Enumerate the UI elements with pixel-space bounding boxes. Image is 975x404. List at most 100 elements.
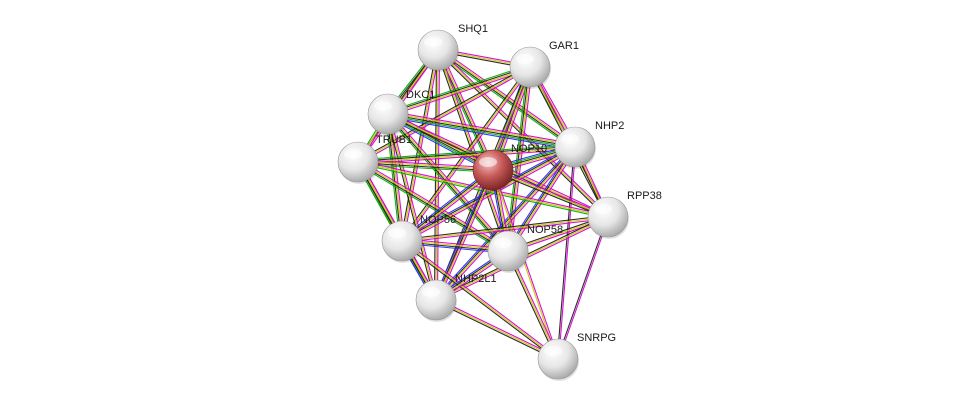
edge-evidence-line	[556, 146, 575, 359]
node-sphere	[337, 141, 379, 183]
node-sphere	[367, 93, 409, 135]
edge-evidence-line	[358, 159, 494, 169]
edge-evidence-line	[509, 147, 578, 253]
node-highlight	[494, 238, 512, 248]
edge-evidence-line	[357, 144, 575, 161]
edge-evidence-line	[402, 50, 441, 242]
edge-DKC1-NHP2L1[interactable]	[386, 113, 438, 301]
edge-evidence-line	[438, 49, 495, 170]
edge-evidence-line	[400, 241, 558, 361]
node-label-shq1: SHQ1	[458, 23, 488, 35]
node-sphere	[417, 29, 459, 71]
edge-evidence-line	[558, 217, 610, 360]
node-sphere	[537, 338, 579, 380]
edge-evidence-line	[437, 148, 578, 302]
edge-GAR1-DKC1[interactable]	[387, 64, 531, 117]
node-highlight	[561, 134, 579, 144]
edge-evidence-line	[437, 49, 509, 252]
node-nhp2l1[interactable]	[415, 279, 457, 322]
edge-NOP10-RPP38[interactable]	[492, 168, 609, 219]
edge-evidence-line	[433, 49, 438, 300]
edge-NOP56-SNRPG[interactable]	[400, 239, 560, 361]
node-nop56[interactable]	[381, 220, 423, 263]
node-nhp2[interactable]	[554, 126, 596, 169]
node-label-trub1: TRUB1	[376, 134, 412, 146]
node-sphere	[415, 279, 457, 321]
edge-evidence-line	[357, 162, 508, 253]
edge-evidence-line	[358, 67, 531, 164]
edge-NHP2L1-SNRPG[interactable]	[435, 298, 559, 361]
edge-evidence-line	[435, 49, 439, 301]
node-label-nop10: NOP10	[511, 143, 547, 155]
node-gar1[interactable]	[509, 46, 551, 89]
node-highlight	[516, 54, 534, 64]
edge-evidence-line	[387, 113, 576, 148]
node-snrpg[interactable]	[537, 338, 579, 381]
node-sphere	[554, 126, 596, 168]
node-label-dkc1: DKC1	[406, 89, 435, 101]
labels-layer: SHQ1GAR1DKC1NHP2TRUB1NOP10RPP38NOP56NOP5…	[376, 23, 662, 344]
edge-evidence-line	[438, 49, 510, 251]
node-rpp38[interactable]	[587, 196, 629, 239]
nodes-layer	[337, 29, 629, 381]
edge-evidence-line	[439, 48, 496, 170]
node-dkc1[interactable]	[367, 93, 409, 136]
node-nop58[interactable]	[487, 230, 529, 273]
edge-evidence-line	[357, 161, 609, 218]
edge-evidence-line	[387, 65, 530, 114]
edge-evidence-line	[556, 216, 608, 359]
edge-evidence-line	[401, 216, 609, 242]
node-label-snrpg: SNRPG	[577, 332, 616, 344]
edge-RPP38-NOP56[interactable]	[401, 214, 609, 244]
node-highlight	[374, 101, 392, 111]
edge-evidence-line	[386, 114, 402, 242]
edge-evidence-line	[402, 147, 576, 243]
node-label-rpp38: RPP38	[627, 190, 662, 202]
edge-evidence-line	[437, 170, 496, 302]
edge-DKC1-NHP2[interactable]	[387, 110, 576, 151]
edge-evidence-line	[358, 159, 609, 217]
node-nop10[interactable]	[472, 149, 514, 192]
node-shq1[interactable]	[417, 29, 459, 72]
edge-evidence-line	[387, 64, 530, 113]
edge-TRUB1-NOP58[interactable]	[356, 159, 510, 254]
edge-evidence-line	[401, 214, 608, 241]
edge-evidence-line	[357, 66, 531, 163]
edge-evidence-line	[388, 111, 576, 147]
edge-evidence-line	[388, 67, 531, 116]
node-highlight	[424, 37, 442, 47]
edge-RPP38-SNRPG[interactable]	[556, 216, 610, 360]
edge-NHP2-SNRPG[interactable]	[556, 146, 577, 360]
node-trub1[interactable]	[337, 141, 379, 184]
node-sphere	[487, 230, 529, 272]
node-highlight	[544, 346, 562, 356]
edge-GAR1-TRUB1[interactable]	[357, 65, 531, 164]
edge-evidence-line	[357, 145, 575, 162]
edge-evidence-line	[358, 160, 509, 251]
edge-evidence-line	[356, 163, 508, 254]
edge-evidence-line	[402, 217, 609, 244]
node-highlight	[594, 204, 612, 214]
edge-evidence-line	[388, 68, 531, 117]
edge-evidence-line	[389, 113, 405, 241]
edge-evidence-line	[436, 298, 559, 359]
node-sphere	[381, 220, 423, 262]
edge-evidence-line	[435, 300, 558, 361]
edge-evidence-line	[493, 168, 609, 217]
edge-evidence-line	[493, 169, 560, 359]
edge-evidence-line	[387, 116, 575, 151]
edge-DKC1-NOP56[interactable]	[385, 113, 405, 242]
edge-evidence-line	[401, 145, 575, 241]
edge-evidence-line	[435, 299, 559, 360]
edge-evidence-line	[402, 148, 577, 244]
node-label-nop58: NOP58	[527, 224, 563, 236]
edge-evidence-line	[508, 147, 577, 252]
node-highlight	[388, 228, 406, 238]
node-label-nhp2: NHP2	[595, 120, 624, 132]
edge-evidence-line	[492, 170, 608, 219]
node-highlight	[479, 157, 497, 167]
edge-evidence-line	[387, 114, 575, 150]
node-highlight	[344, 149, 362, 159]
edge-evidence-line	[388, 113, 404, 241]
edge-NOP10-SNRPG[interactable]	[491, 169, 560, 360]
